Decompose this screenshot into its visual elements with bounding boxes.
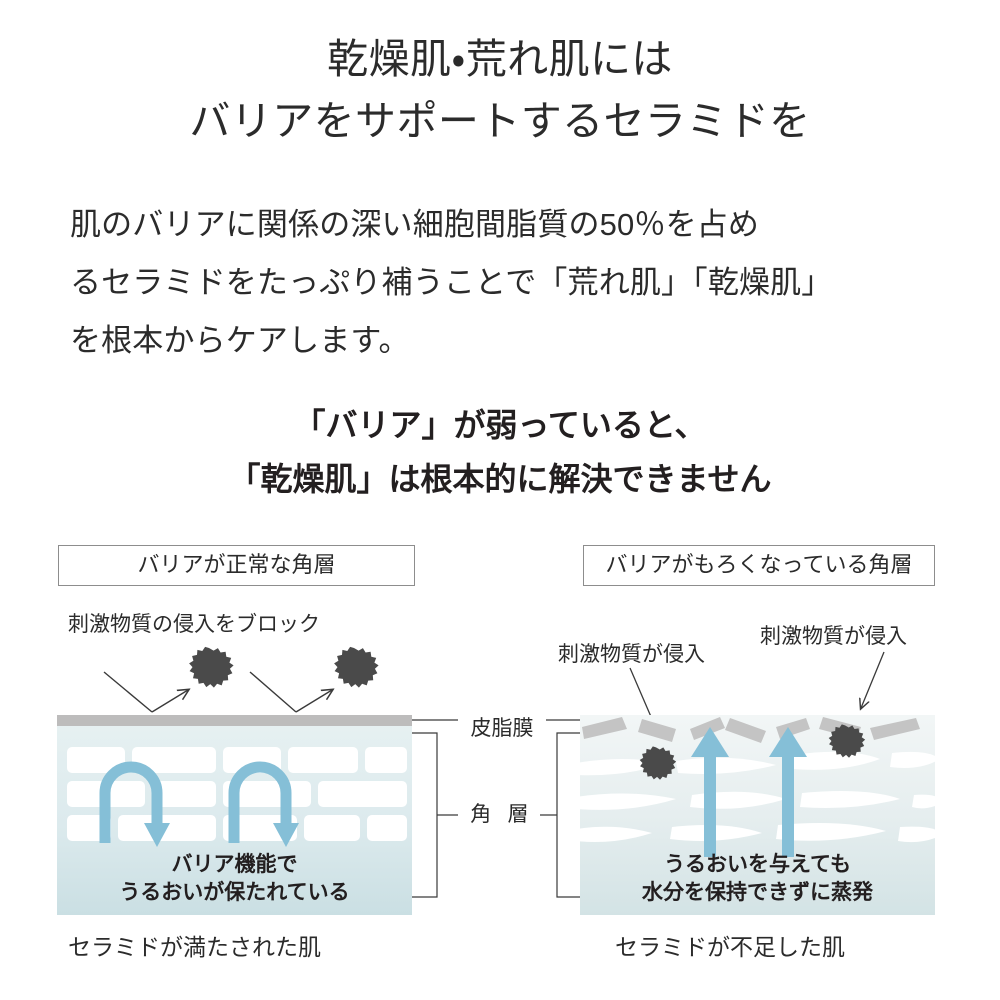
left-block-note: 刺激物質の侵入をブロック — [68, 613, 320, 636]
healthy-inner-line-2: うるおいが保たれている — [119, 881, 350, 904]
right-invade-note-2: 刺激物質が侵入 — [760, 625, 907, 648]
moisture-arrowhead-2 — [273, 823, 299, 847]
damaged-inner-line-1: うるおいを与えても — [664, 853, 851, 876]
horny-bracket-left — [412, 732, 458, 898]
horny-bracket-right — [540, 732, 580, 898]
healthy-skin-inner-text: バリア機能で うるおいが保たれている — [57, 851, 412, 907]
damaged-inner-line-2: 水分を保持できずに蒸発 — [642, 881, 873, 904]
right-panel-title-box: バリアがもろくなっている角層 — [583, 545, 935, 586]
right-panel-title-text: バリアがもろくなっている角層 — [605, 552, 913, 577]
body-paragraph: 肌のバリアに関係の深い細胞間脂質の50％を占め るセラミドをたっぷり補うことで「… — [70, 196, 950, 370]
headline-line-1: 乾燥肌・荒れ肌には — [327, 36, 673, 82]
left-panel-title-box: バリアが正常な角層 — [58, 545, 415, 586]
headline-line-2: バリアをサポートするセラミドを — [189, 98, 811, 144]
evaporation-arrow-2 — [769, 727, 807, 857]
right-panel-caption: セラミドが不足した肌 — [615, 934, 845, 960]
evaporation-arrow-1 — [691, 727, 729, 857]
deflect-arrow-1 — [103, 671, 188, 713]
sebum-film-bar — [57, 715, 412, 726]
damaged-skin-inner-text: うるおいを与えても 水分を保持できずに蒸発 — [580, 851, 935, 907]
damaged-skin-panel: うるおいを与えても 水分を保持できずに蒸発 — [580, 715, 935, 915]
irritant-particle-icon-1 — [189, 646, 234, 688]
right-invade-note-1: 刺激物質が侵入 — [558, 643, 705, 666]
irritant-particle-icon-4 — [828, 724, 866, 758]
left-panel-title-text: バリアが正常な角層 — [137, 552, 336, 577]
moisture-retention-arrow-1 — [99, 761, 163, 843]
sebum-film-label: 皮脂膜 — [470, 717, 534, 740]
body-line-2: るセラミドをたっぷり補うことで「荒れ肌」「乾燥肌」 — [70, 265, 833, 300]
moisture-arrowhead-1 — [144, 823, 170, 847]
moisture-retention-arrow-2 — [228, 761, 292, 843]
subheading-line-2: 「乾燥肌」は根本的に解決できません — [228, 461, 772, 497]
deflect-arrow-2 — [249, 671, 332, 713]
healthy-skin-panel: バリア機能で うるおいが保たれている — [57, 715, 412, 915]
subheading-line-1: 「バリア」が弱っていると、 — [293, 407, 707, 443]
healthy-skin-illustration — [57, 715, 412, 915]
stratum-corneum-label: 角 層 — [470, 803, 534, 826]
corneocyte-bricks — [67, 747, 407, 841]
subheading: 「バリア」が弱っていると、 「乾燥肌」は根本的に解決できません — [0, 398, 1000, 506]
healthy-inner-line-1: バリア機能で — [171, 853, 298, 876]
damaged-skin-illustration — [580, 715, 935, 915]
body-line-1: 肌のバリアに関係の深い細胞間脂質の50％を占め — [70, 207, 760, 242]
comparison-diagram: バリアが正常な角層 バリアがもろくなっている角層 刺激物質の侵入をブロック 刺激… — [0, 530, 1000, 1000]
left-panel-caption: セラミドが満たされた肌 — [68, 934, 321, 960]
irritant-particle-icon-2 — [334, 646, 379, 688]
invade-arrow-2 — [861, 651, 885, 708]
irritant-particle-icon-3 — [639, 746, 677, 780]
page-title: 乾燥肌・荒れ肌には バリアをサポートするセラミドを — [0, 28, 1000, 152]
body-line-3: を根本からケアします。 — [70, 323, 410, 358]
